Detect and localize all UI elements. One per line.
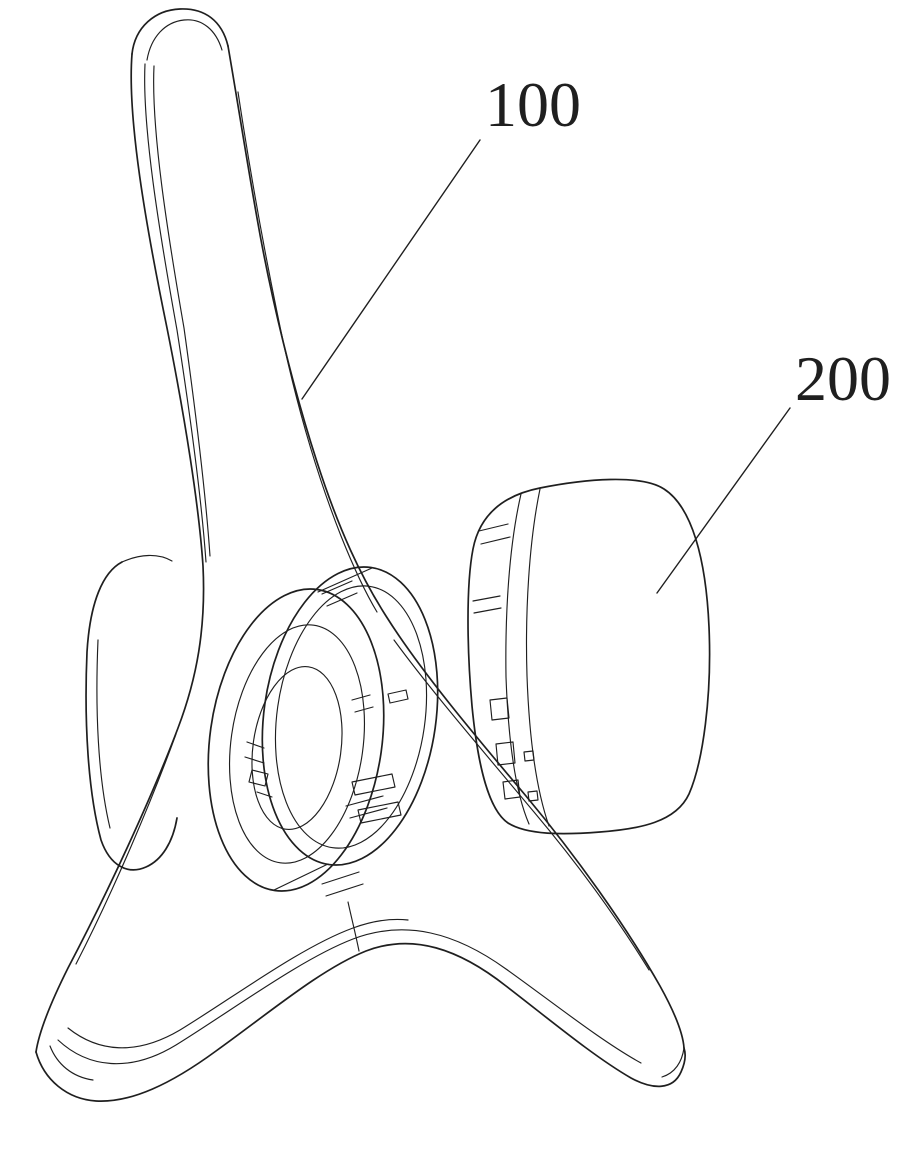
knob-hatch-mark <box>321 871 360 885</box>
stand-arm-contour-line-2 <box>153 65 211 557</box>
stand-arm-contour-line-3 <box>237 91 378 613</box>
pad-side-divider-2 <box>505 493 530 825</box>
leader-line-200 <box>656 407 791 594</box>
stand-base-left-tip-inner <box>49 1045 94 1081</box>
pad-connector <box>489 697 510 721</box>
stand-left-wing-outline <box>85 561 178 871</box>
knob-clip <box>387 689 409 704</box>
stand-assembly <box>35 8 687 1102</box>
knob-clip-details <box>351 689 409 824</box>
knob-top-tangent <box>317 567 373 593</box>
knob-inner-tick <box>246 741 265 749</box>
stand-left-leg-inner-line <box>75 733 177 965</box>
pad-connector <box>502 779 521 800</box>
knob-inner-tick <box>244 756 265 764</box>
knob-front-rim-inner <box>274 585 428 849</box>
detachable-pad <box>467 478 711 835</box>
stand-arm-right-edge <box>227 45 685 1049</box>
callout-100: 100 <box>301 69 581 400</box>
pad-connector <box>527 790 539 802</box>
stand-right-leg-inner-line <box>393 639 650 971</box>
stand-center-tail-line <box>347 901 360 952</box>
knob-bottom-tangent <box>273 863 329 891</box>
knob-hatch-mark <box>349 807 388 819</box>
callout-200: 200 <box>656 343 891 594</box>
knob-hatch-mark <box>326 592 358 607</box>
pad-connector <box>495 741 516 766</box>
knob-clip <box>357 801 402 824</box>
pad-tick <box>478 523 509 532</box>
stand-arm-contour-line-1 <box>144 63 207 563</box>
leader-line-100 <box>301 139 481 400</box>
center-knob <box>207 566 439 897</box>
pad-side-divider-1 <box>525 488 550 827</box>
stand-arm-top-cap <box>131 8 229 55</box>
stand-base-right-tip-inner <box>661 1047 685 1078</box>
pad-side-ticks <box>472 523 511 614</box>
pad-tick <box>472 595 501 602</box>
stand-arm-left-edge <box>35 53 205 1053</box>
stand-left-wing-inner-line <box>96 639 111 829</box>
stand-base-inner-line-2 <box>67 918 409 1049</box>
knob-hatch-marks <box>321 580 388 897</box>
knob-inner-clip <box>248 769 269 787</box>
reference-label-100: 100 <box>485 69 581 140</box>
stand-arm-top-cap-inner <box>146 19 223 61</box>
stand-left-wing-top-edge <box>121 554 173 563</box>
knob-hatch-mark <box>351 694 371 701</box>
knob-hatch-mark <box>354 706 374 713</box>
knob-front-rim <box>261 566 439 866</box>
knob-hatch-mark <box>345 795 384 807</box>
pad-outline <box>467 478 711 835</box>
knob-hatch-mark <box>321 580 353 595</box>
reference-label-200: 200 <box>795 343 891 414</box>
pad-connector <box>523 750 535 762</box>
pad-tick <box>473 607 502 614</box>
stand-base-inner-line-1 <box>57 929 642 1065</box>
pad-connector-details <box>489 697 539 802</box>
knob-inner-details <box>244 741 273 798</box>
knob-inner-tick <box>256 791 273 798</box>
knob-back-ring-inner <box>251 665 343 831</box>
knob-clip <box>351 773 396 796</box>
knob-hatch-mark <box>325 883 364 897</box>
stand-base-outer-edge <box>35 942 687 1102</box>
pad-tick <box>480 536 511 545</box>
knob-back-ring-mid <box>228 624 366 864</box>
